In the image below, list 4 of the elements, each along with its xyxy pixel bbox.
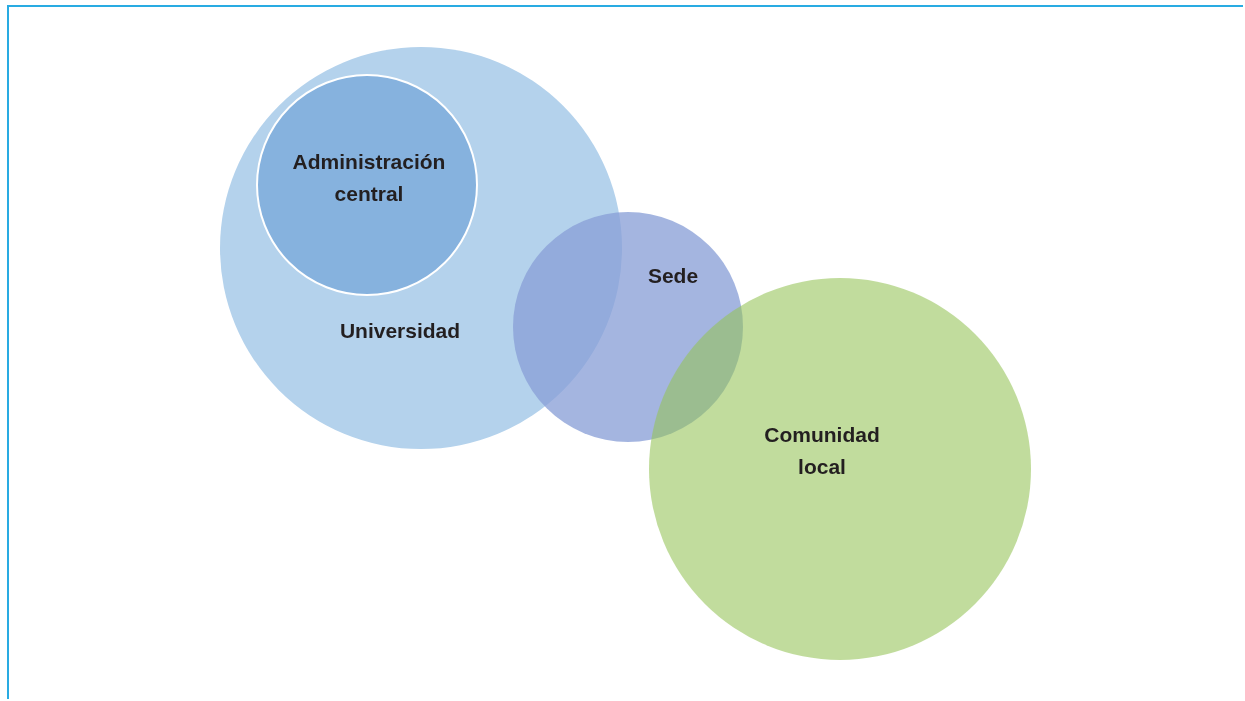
circle-label: Sede	[646, 263, 700, 289]
circle-label: Administración central	[291, 149, 447, 207]
circle-label: Universidad	[338, 318, 462, 344]
circle-label: Comunidad local	[763, 422, 881, 480]
